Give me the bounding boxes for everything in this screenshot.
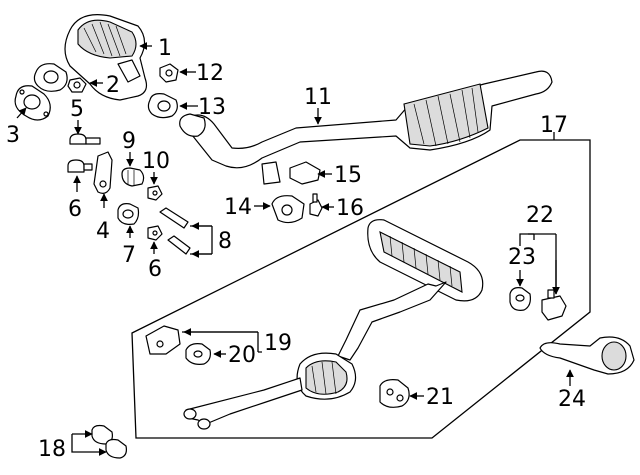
part-17-muffler-assembly bbox=[183, 219, 484, 430]
part-7-insulator bbox=[117, 203, 140, 225]
callout-5: 5 bbox=[70, 97, 84, 122]
part-22-bracket bbox=[541, 289, 567, 321]
part-4-bracket bbox=[93, 151, 113, 194]
callout-15: 15 bbox=[334, 163, 362, 188]
part-13-gasket bbox=[147, 93, 178, 119]
callout-14: 14 bbox=[224, 195, 252, 220]
part-23-insulator bbox=[509, 287, 531, 311]
part-6-nut-lower bbox=[147, 225, 163, 241]
callout-labels: 1 2 3 4 5 6 6 7 8 9 10 11 12 13 14 15 16… bbox=[6, 36, 586, 462]
part-6-bolt-upper bbox=[67, 159, 93, 173]
callout-19: 19 bbox=[264, 331, 292, 356]
kit-outline-17 bbox=[131, 139, 591, 439]
part-flange-gasket bbox=[33, 63, 68, 92]
callout-12: 12 bbox=[196, 61, 224, 86]
callout-13: 13 bbox=[198, 95, 226, 120]
part-21-hanger bbox=[379, 379, 410, 408]
part-1-catalytic-converter bbox=[64, 14, 148, 101]
callout-2: 2 bbox=[106, 73, 120, 98]
part-14-hanger bbox=[271, 195, 305, 224]
part-2-nut bbox=[67, 77, 87, 93]
callout-24: 24 bbox=[558, 387, 586, 412]
part-15-bracket bbox=[261, 161, 321, 185]
callout-20: 20 bbox=[228, 343, 256, 368]
leader-lines bbox=[16, 42, 574, 456]
part-20-insulator bbox=[185, 343, 211, 365]
callout-8: 8 bbox=[218, 229, 232, 254]
part-5-bolt bbox=[69, 133, 101, 145]
callout-11: 11 bbox=[304, 85, 332, 110]
part-9-insulator bbox=[121, 167, 145, 187]
part-18-clamps bbox=[91, 424, 127, 459]
callout-16: 16 bbox=[336, 196, 364, 221]
callout-9: 9 bbox=[122, 129, 136, 154]
callout-3: 3 bbox=[6, 123, 20, 148]
part-8-bolts bbox=[159, 207, 191, 255]
callout-7: 7 bbox=[122, 243, 136, 268]
callout-4: 4 bbox=[96, 219, 110, 244]
part-10-nut bbox=[147, 185, 163, 201]
callout-6-lower: 6 bbox=[148, 257, 162, 282]
part-24-tailpipe-tip bbox=[539, 336, 635, 375]
callout-23: 23 bbox=[508, 245, 536, 270]
part-12-nut bbox=[159, 63, 179, 83]
callout-18: 18 bbox=[38, 437, 66, 462]
callout-6-upper: 6 bbox=[68, 197, 82, 222]
part-19-bracket bbox=[145, 325, 181, 355]
callout-21: 21 bbox=[426, 385, 454, 410]
callout-1: 1 bbox=[158, 36, 172, 61]
callout-17: 17 bbox=[540, 113, 568, 138]
callout-22: 22 bbox=[526, 203, 554, 228]
callout-10: 10 bbox=[142, 149, 170, 174]
part-11-front-pipe bbox=[179, 70, 553, 169]
part-16-bolt bbox=[309, 193, 323, 217]
